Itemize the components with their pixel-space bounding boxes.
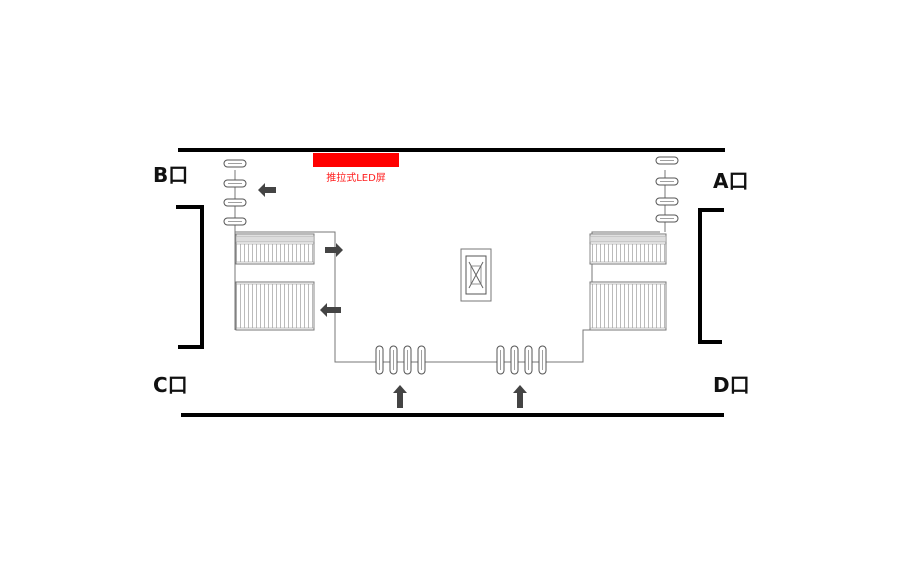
arrow-up-icon [513,385,527,408]
elevator-icon [460,248,492,302]
arrow-left-icon [258,183,276,197]
led-screen [313,153,399,167]
right-fare-gates [655,156,679,223]
exit-b-label: B口 [153,163,188,187]
led-screen-label: 推拉式LED屏 [326,171,386,184]
exit-a-label: A口 [713,169,748,193]
right-escalator-upper [589,233,667,265]
right-escalator-lower [589,281,667,331]
bottom-right-fare-gates [496,345,547,375]
right-bracket [698,208,724,344]
top-wall [178,148,725,152]
bottom-left-fare-gates [375,345,426,375]
exit-d-label: D口 [713,373,750,397]
bottom-wall [181,413,724,417]
left-bracket [176,205,204,349]
left-escalator-lower [235,281,315,331]
arrow-left-icon [320,303,341,317]
arrow-right-icon [325,243,343,257]
left-escalator-upper [235,233,315,265]
arrow-up-icon [393,385,407,408]
exit-c-label: C口 [153,373,188,397]
